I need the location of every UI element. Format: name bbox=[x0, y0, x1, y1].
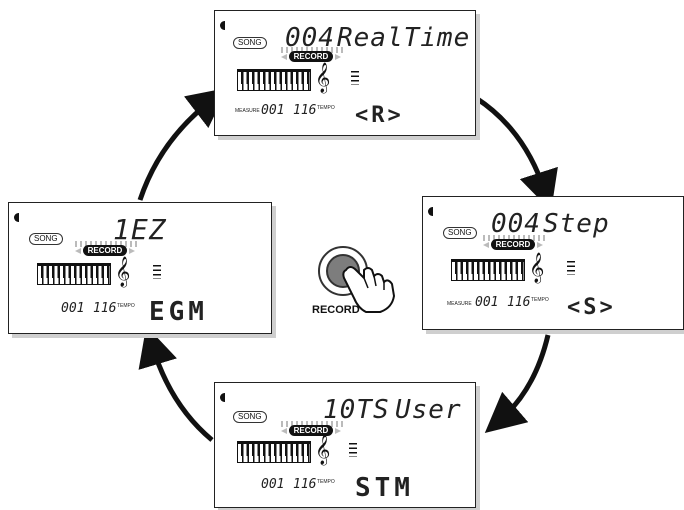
song-label: SONG bbox=[29, 233, 63, 245]
measure-number: 001 bbox=[261, 477, 285, 492]
lcd-panel-ez: SONG 1EZ RECORD 𝄞 001 116 TEMPO EGM bbox=[8, 202, 272, 334]
tempo-label: TEMPO bbox=[117, 303, 135, 309]
record-button-label: RECORD bbox=[312, 304, 360, 316]
tempo-value: 116 bbox=[93, 301, 117, 316]
treble-clef-icon: 𝄞 bbox=[115, 257, 131, 287]
tempo-label: TEMPO bbox=[531, 297, 549, 303]
treble-clef-icon: 𝄞 bbox=[315, 435, 331, 465]
indicator-dot bbox=[220, 21, 225, 30]
keyboard-icon bbox=[37, 263, 111, 285]
indicator-dot bbox=[428, 207, 433, 216]
song-label: SONG bbox=[233, 37, 267, 49]
mode-name: Step bbox=[543, 209, 610, 239]
mode-name: RealTime bbox=[337, 23, 471, 53]
lcd-panel-realtime: SONG 004 RealTime RECORD 𝄞 MEASURE 001 1… bbox=[214, 10, 476, 136]
arrow-top-to-right bbox=[474, 95, 558, 212]
tempo-label: TEMPO bbox=[317, 105, 335, 111]
level-bars-icon bbox=[153, 265, 161, 279]
indicator-dot bbox=[14, 213, 19, 222]
pressing-finger-icon bbox=[342, 266, 396, 313]
arrow-left-to-top bbox=[137, 87, 228, 201]
measure-number: 001 bbox=[261, 103, 285, 118]
arrow-bottom-to-left bbox=[138, 325, 214, 442]
track-number: 1EZ bbox=[113, 213, 167, 246]
keyboard-icon bbox=[451, 259, 525, 281]
keyboard-icon bbox=[237, 69, 311, 91]
treble-clef-icon: 𝄞 bbox=[529, 253, 545, 283]
song-label: SONG bbox=[443, 227, 477, 239]
measure-number: 001 bbox=[475, 295, 499, 310]
keyboard-icon bbox=[237, 441, 311, 463]
measure-label: MEASURE bbox=[235, 108, 260, 114]
mode-name: User bbox=[395, 395, 462, 425]
song-label: SONG bbox=[233, 411, 267, 423]
track-number: 10TS bbox=[323, 395, 390, 425]
measure-label: MEASURE bbox=[447, 301, 472, 307]
track-number: 004 bbox=[491, 209, 541, 239]
record-mode-pattern: <R> bbox=[355, 103, 404, 128]
tempo-value: 116 bbox=[507, 295, 531, 310]
record-mode-pattern: EGM bbox=[149, 297, 208, 327]
measure-number: 001 bbox=[61, 301, 85, 316]
indicator-dot bbox=[220, 393, 225, 402]
tempo-label: TEMPO bbox=[317, 479, 335, 485]
lcd-panel-step: SONG 004 Step RECORD 𝄞 MEASURE 001 116 T… bbox=[422, 196, 684, 330]
level-bars-icon bbox=[349, 443, 357, 457]
arrow-right-to-bottom bbox=[484, 334, 551, 434]
lcd-panel-user: SONG 10TS User RECORD 𝄞 001 116 TEMPO ST… bbox=[214, 382, 476, 508]
level-bars-icon bbox=[351, 71, 359, 85]
record-mode-pattern: <S> bbox=[567, 295, 616, 320]
tempo-value: 116 bbox=[293, 477, 317, 492]
level-bars-icon bbox=[567, 261, 575, 275]
treble-clef-icon: 𝄞 bbox=[315, 63, 331, 93]
tempo-value: 116 bbox=[293, 103, 317, 118]
record-mode-pattern: STM bbox=[355, 473, 414, 503]
